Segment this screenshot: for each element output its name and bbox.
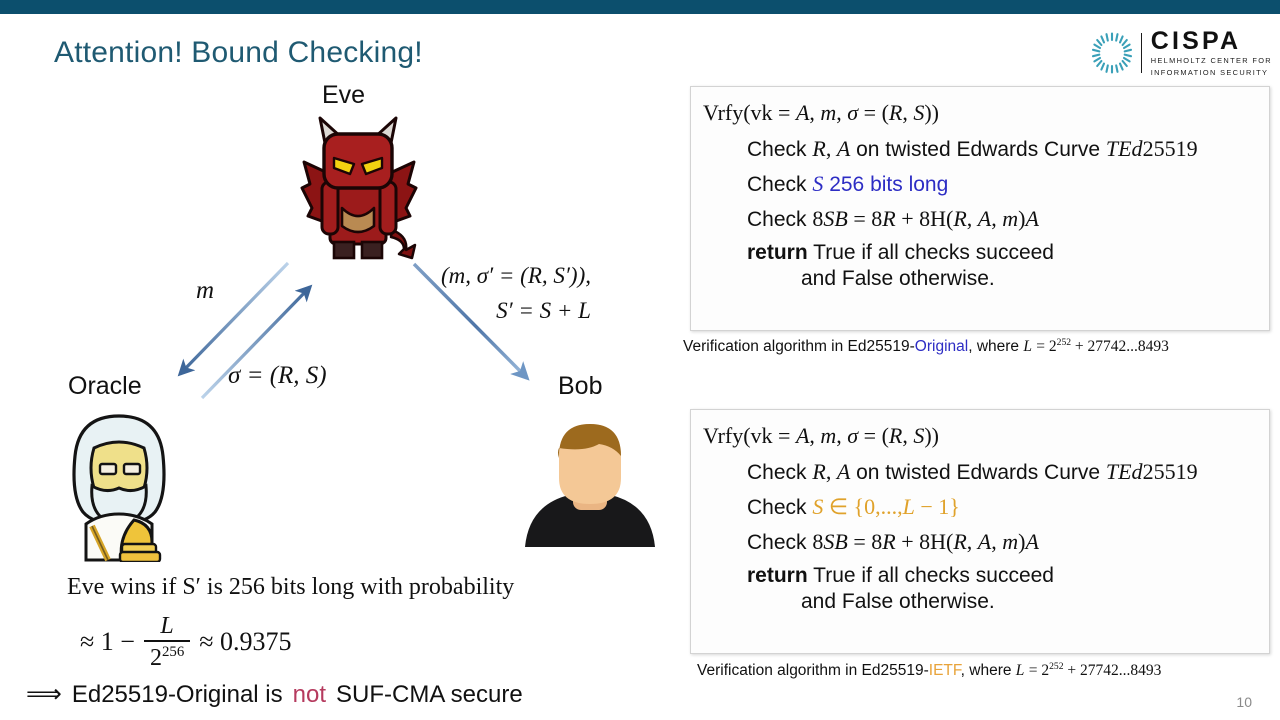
arrow-label-response: σ = (R, S) bbox=[228, 362, 327, 390]
logo-divider bbox=[1140, 33, 1142, 73]
algorithm-original-return-line2: and False otherwise. bbox=[801, 267, 995, 290]
formula-numerator: L bbox=[160, 613, 174, 639]
conclusion-line-1: Eve wins if S′ is 256 bits long with pro… bbox=[67, 574, 514, 601]
formula-lead: ≈ 1 − bbox=[80, 627, 135, 656]
algorithm-header-ietf: Vrfy(vk = A, m, σ = (R, S)) bbox=[703, 423, 939, 448]
result-suffix: SUF-CMA secure bbox=[336, 681, 523, 708]
algorithm-ietf-return-line1: True if all checks succeed bbox=[813, 564, 1054, 587]
actor-label-bob: Bob bbox=[558, 372, 603, 400]
caption-ietf-variant: IETF bbox=[928, 662, 961, 680]
conclusion-line-1-text: Eve wins if S′ is 256 bits long with pro… bbox=[67, 574, 515, 600]
bearded-oracle-avatar-icon bbox=[62, 412, 176, 564]
algorithm-original-check-bits: Check S 256 bits long bbox=[747, 171, 949, 196]
formula-fraction: L 2256 bbox=[143, 613, 191, 670]
algorithm-ietf-check-equation: Check 8SB = 8R + 8H(R, A, m)A bbox=[747, 529, 1039, 554]
page-number: 10 bbox=[1236, 694, 1252, 710]
algorithm-original-check-equation: Check 8SB = 8R + 8H(R, A, m)A bbox=[747, 206, 1039, 231]
formula-fraction-bar bbox=[143, 640, 191, 642]
conclusion-formula: ≈ 1 − L 2256 ≈ 0.9375 bbox=[80, 614, 292, 670]
conclusion-result: ⟹ Ed25519-Original is not SUF-CMA secure bbox=[26, 679, 523, 709]
arrow-label-response-text: σ = (R, S) bbox=[228, 362, 327, 389]
algorithm-ietf-check-curve: Check R, A on twisted Edwards Curve TEd2… bbox=[747, 459, 1198, 484]
formula-denominator: 2256 bbox=[144, 642, 190, 670]
algorithm-box-original: Vrfy(vk = A, m, σ = (R, S)) Check R, A o… bbox=[690, 86, 1270, 331]
caption-ietf-prefix: Verification algorithm in Ed25519- bbox=[697, 662, 929, 680]
algorithm-original-return-line1: True if all checks succeed bbox=[813, 241, 1054, 264]
algorithm-ietf-return-line2: and False otherwise. bbox=[801, 590, 995, 613]
algorithm-original-check-curve: Check R, A on twisted Edwards Curve TEd2… bbox=[747, 136, 1198, 161]
caption-original-prefix: Verification algorithm in Ed25519- bbox=[683, 338, 915, 356]
arrow-label-forgery-line1: (m, σ′ = (R, S′)), bbox=[441, 263, 591, 288]
logo-wordmark: CISPA bbox=[1150, 27, 1242, 56]
caption-ietf-suffix: , where L = 2252 + 27742...8493 bbox=[960, 661, 1162, 680]
caption-original-variant: Original bbox=[914, 338, 969, 356]
arrow-label-forgery-line2: S′ = S + L bbox=[496, 297, 591, 323]
cispa-circular-mark-icon bbox=[1088, 29, 1136, 77]
caption-original-exponent: 252 bbox=[1056, 337, 1072, 348]
page-title: Attention! Bound Checking! bbox=[54, 36, 423, 69]
caption-ietf-exponent: 252 bbox=[1049, 661, 1064, 672]
algorithm-ietf-return: return True if all checks succeed bbox=[747, 564, 1269, 588]
actor-label-oracle: Oracle bbox=[68, 372, 142, 400]
algorithm-caption-original: Verification algorithm in Ed25519-Origin… bbox=[683, 337, 1169, 356]
algorithm-original-return: return True if all checks succeed bbox=[747, 241, 1269, 265]
formula-denominator-exponent: 256 bbox=[161, 644, 185, 660]
algorithm-ietf-return-keyword: return bbox=[747, 564, 808, 587]
algorithm-box-ietf: Vrfy(vk = A, m, σ = (R, S)) Check R, A o… bbox=[690, 409, 1270, 654]
arrow-label-query: m bbox=[196, 277, 215, 304]
logo-subtitle-line2: INFORMATION SECURITY bbox=[1150, 68, 1269, 78]
actor-label-eve: Eve bbox=[322, 81, 366, 109]
result-negation: not bbox=[292, 681, 327, 708]
cispa-logo: CISPA HELMHOLTZ CENTER FOR INFORMATION S… bbox=[1088, 28, 1272, 78]
algorithm-header-original: Vrfy(vk = A, m, σ = (R, S)) bbox=[703, 100, 939, 125]
double-arrow-icon: ⟹ bbox=[26, 679, 62, 708]
algorithm-ietf-check-range: Check S ∈ {0,...,L − 1} bbox=[747, 494, 960, 519]
arrow-label-forgery: (m, σ′ = (R, S′)), S′ = S + L bbox=[441, 259, 591, 328]
caption-original-suffix: , where L = 2252 + 27742...8493 bbox=[968, 337, 1169, 356]
algorithm-original-return-keyword: return bbox=[747, 241, 808, 264]
result-prefix: Ed25519-Original is bbox=[71, 681, 283, 708]
formula-tail: ≈ 0.9375 bbox=[199, 627, 292, 656]
formula-denominator-base: 2 bbox=[149, 645, 162, 671]
person-avatar-icon bbox=[515, 412, 665, 547]
top-accent-bar bbox=[0, 0, 1280, 14]
logo-subtitle-line1: HELMHOLTZ CENTER FOR bbox=[1150, 56, 1272, 66]
algorithm-caption-ietf: Verification algorithm in Ed25519-IETF, … bbox=[697, 661, 1161, 680]
devil-avatar-icon bbox=[296, 112, 422, 262]
